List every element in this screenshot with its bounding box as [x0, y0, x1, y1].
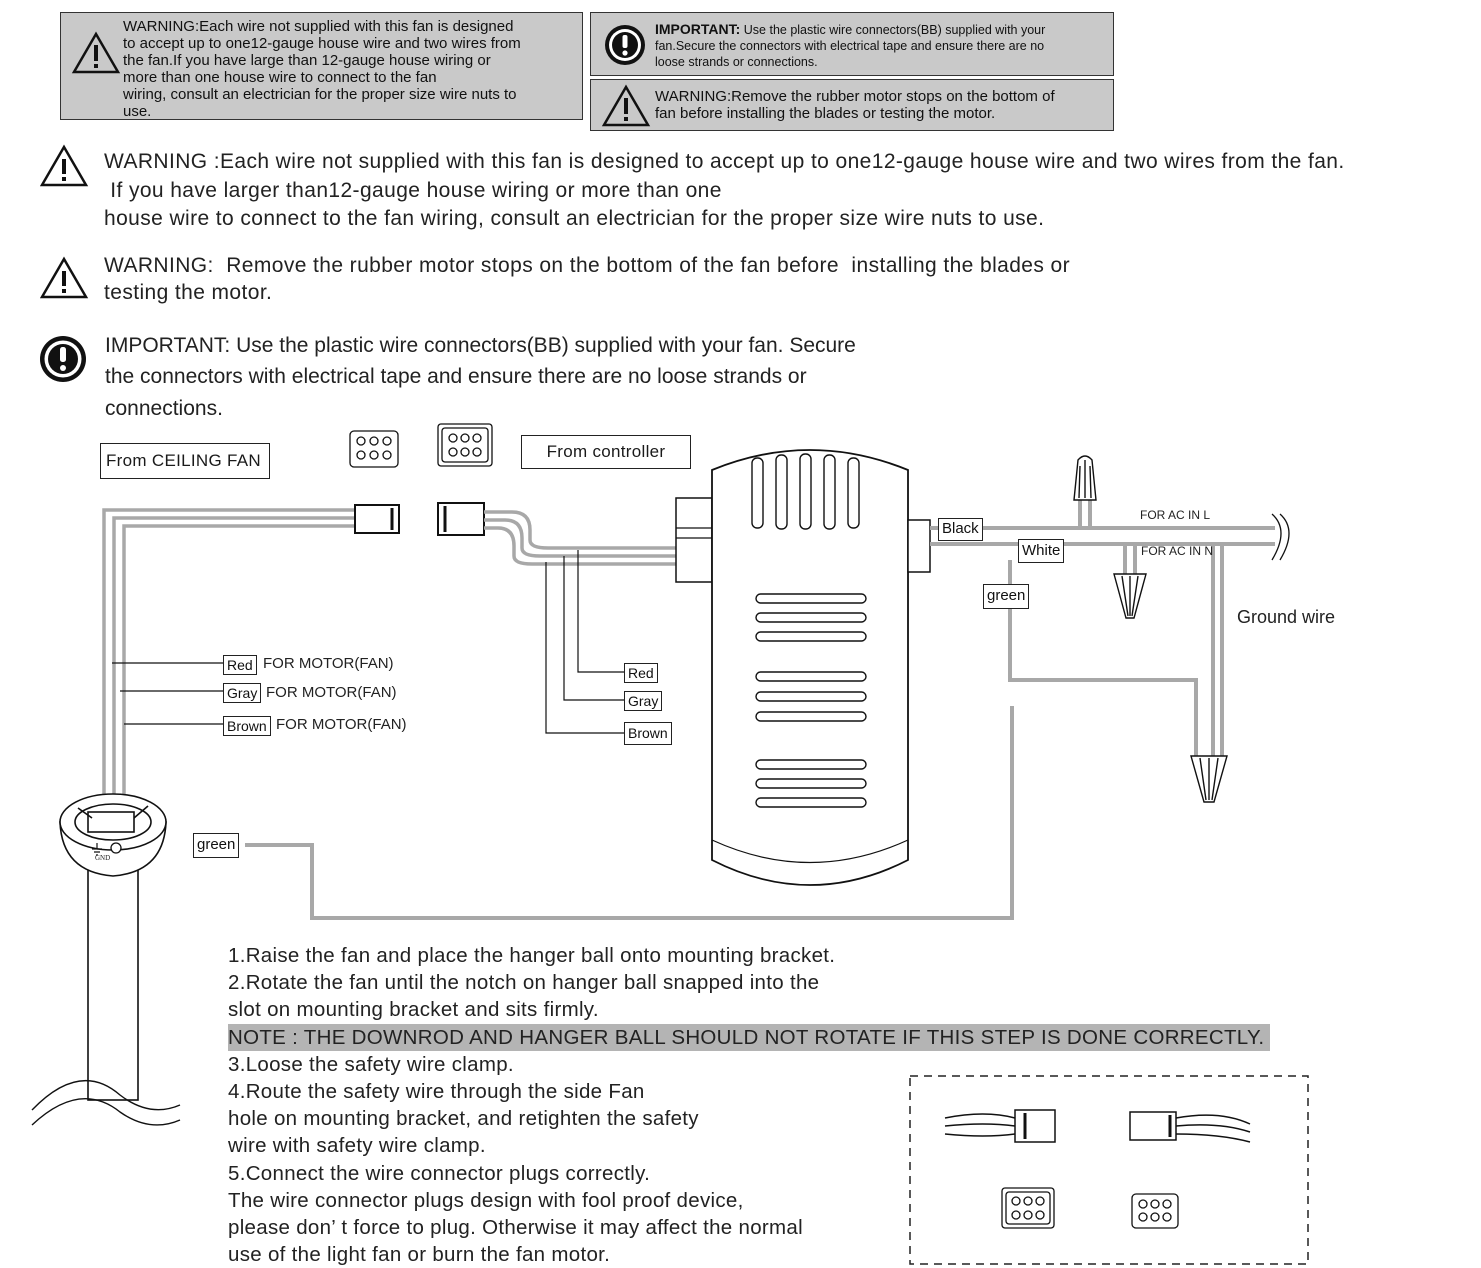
connector-face-icon	[1001, 1187, 1055, 1229]
warning-wire-gauge-line: WARNING :Each wire not supplied with thi…	[104, 150, 1345, 173]
installation-steps: 1.Raise the fan and place the hanger bal…	[228, 942, 1271, 1268]
wire-tag-gray-left: Gray	[223, 683, 262, 703]
warning-box-left-line: use.	[123, 103, 152, 120]
wire-tag-green-controller: green	[983, 584, 1030, 609]
important-box-title: IMPORTANT:	[655, 21, 741, 37]
warning-box-right-line: WARNING:Remove the rubber motor stops on…	[655, 88, 1055, 105]
wire-nut-bottom	[1190, 755, 1228, 803]
wire-tag-red-left: Red	[223, 655, 257, 675]
warning-triangle-icon	[601, 84, 651, 127]
wire-tag-brown-right: Brown	[624, 722, 672, 745]
wire-tag-red-right: Red	[624, 663, 658, 683]
connector-reference-box	[909, 1075, 1309, 1265]
warning-box-left-line: more than one house wire to connect to t…	[123, 69, 437, 86]
warning-box-left-line: to accept up to one12-gauge house wire a…	[123, 35, 521, 52]
connector-face-icon	[349, 430, 399, 468]
step-line: use of the light fan or burn the fan mot…	[228, 1243, 611, 1267]
hanger-ball	[59, 793, 167, 1101]
warning-triangle-icon	[40, 256, 89, 299]
ac-input-wires	[245, 498, 1275, 920]
warning-wire-gauge-line: house wire to connect to the fan wiring,…	[104, 207, 1045, 230]
wire-tag-gray-right: Gray	[624, 691, 663, 711]
from-ceiling-fan-label: From CEILING FAN	[100, 443, 270, 479]
wire-nut-top	[1073, 455, 1097, 501]
exclamation-circle-icon	[605, 25, 645, 65]
step-line: 1.Raise the fan and place the hanger bal…	[228, 944, 836, 967]
warning-box-left-line: the fan.If you have large than 12-gauge …	[123, 52, 491, 69]
exclamation-circle-icon	[40, 336, 86, 382]
connector-face-icon	[437, 423, 493, 467]
wire-tag-white: White	[1018, 539, 1065, 563]
gnd-label: GND	[95, 854, 111, 862]
step-line: slot on mounting bracket and sits firmly…	[228, 998, 599, 1022]
warning-motor-stops-line: WARNING: Remove the rubber motor stops o…	[104, 254, 1070, 277]
warning-box-right: WARNING:Remove the rubber motor stops on…	[590, 79, 1114, 131]
note-line: NOTE : THE DOWNROD AND HANGER BALL SHOUL…	[228, 1023, 1271, 1051]
wire-desc-red: FOR MOTOR(FAN)	[263, 655, 394, 672]
wire-tag-green-ball: green	[193, 833, 240, 858]
ac-in-l-label: FOR AC IN L	[1140, 508, 1211, 522]
receiver-unit	[675, 449, 931, 886]
step-line: please don’ t force to plug. Otherwise i…	[228, 1216, 803, 1240]
wire-nut-middle	[1113, 573, 1147, 619]
step-line: 5.Connect the wire connector plugs corre…	[228, 1161, 651, 1185]
warning-box-left: WARNING:Each wire not supplied with this…	[60, 12, 583, 120]
warning-box-left-line: WARNING:Each wire not supplied with this…	[123, 18, 514, 35]
important-line: IMPORTANT: Use the plastic wire connecto…	[105, 334, 856, 357]
connector-face-icon	[1131, 1193, 1179, 1229]
warning-motor-stops-line: testing the motor.	[104, 281, 273, 304]
step-line: The wire connector plugs design with foo…	[228, 1188, 744, 1212]
step-line: wire with safety wire clamp.	[228, 1134, 486, 1158]
warning-box-right-line: fan before installing the blades or test…	[655, 105, 996, 122]
wire-desc-brown: FOR MOTOR(FAN)	[276, 716, 407, 733]
ground-wire-label: Ground wire	[1237, 607, 1336, 627]
wire-tag-brown-left: Brown	[223, 716, 271, 736]
important-box-line: Use the plastic wire connectors(BB) supp…	[740, 23, 1046, 37]
ceiling-curves	[31, 1080, 181, 1126]
warning-triangle-icon	[71, 31, 121, 74]
wire-break-mark	[1271, 513, 1290, 561]
ground-screw	[110, 842, 122, 854]
connector-plug-right-icon	[1129, 1111, 1251, 1143]
fan-wires	[102, 508, 355, 820]
step-line: hole on mounting bracket, and retighten …	[228, 1107, 699, 1131]
ground-icon	[92, 843, 102, 856]
controller-wires	[484, 510, 680, 566]
step-line: 3.Loose the safety wire clamp.	[228, 1052, 514, 1076]
wire-tag-black: Black	[938, 518, 983, 541]
important-line: connections.	[105, 397, 223, 420]
important-box: IMPORTANT: Use the plastic wire connecto…	[590, 12, 1114, 76]
leader-lines	[112, 550, 625, 734]
warning-box-left-line: wiring, consult an electrician for the p…	[123, 86, 517, 103]
step-line: 4.Route the safety wire through the side…	[228, 1080, 645, 1104]
important-line: the connectors with electrical tape and …	[105, 365, 807, 388]
warning-wire-gauge-line: If you have larger than12-gauge house wi…	[104, 179, 722, 202]
warning-triangle-icon	[40, 144, 89, 187]
important-box-line: loose strands or connections.	[655, 55, 818, 69]
connector-plug-left-icon	[944, 1109, 1056, 1143]
ac-in-n-label: FOR AC IN N	[1141, 544, 1214, 558]
important-box-line: fan.Secure the connectors with electrica…	[655, 39, 1045, 53]
from-controller-label: From controller	[521, 435, 691, 469]
step-line: 2.Rotate the fan until the notch on hang…	[228, 971, 820, 995]
wire-desc-gray: FOR MOTOR(FAN)	[266, 684, 397, 701]
